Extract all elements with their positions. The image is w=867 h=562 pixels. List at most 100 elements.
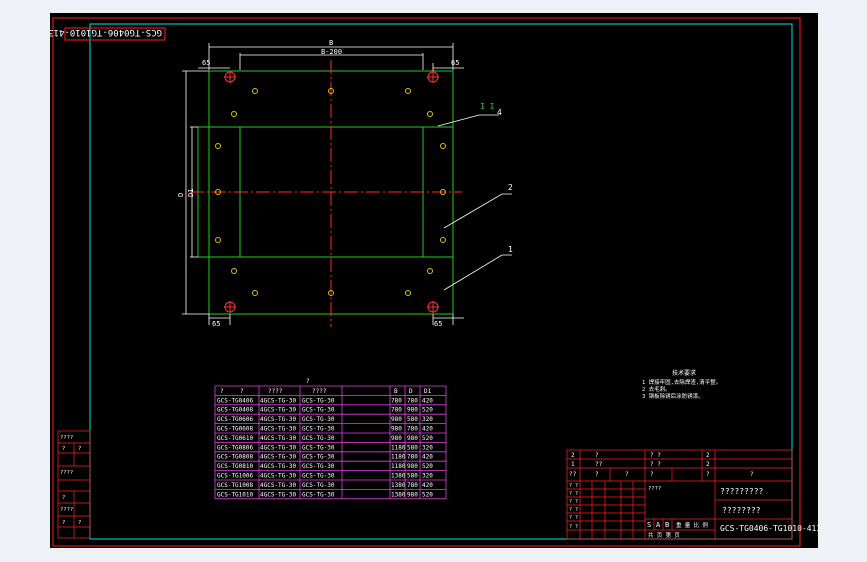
table-cell-part: 4GCS-TG-30 — [260, 482, 297, 489]
table-cell-model: GCS-TG0610 — [217, 435, 254, 442]
table-cell-d: 780 — [407, 397, 418, 404]
leader-label-4: 4 — [497, 108, 502, 117]
bolt-hole — [231, 111, 237, 117]
table-cell-model: GCS-TG1010 — [217, 491, 254, 498]
tb-header: ? — [706, 471, 710, 478]
bolt-hole — [252, 88, 258, 94]
bolt-hole — [328, 290, 334, 296]
table-cell-model: GCS-TG1008 — [217, 482, 254, 489]
tb-row2-name: ?? — [595, 461, 603, 468]
left-block-cell: ? — [78, 446, 81, 452]
tb-row1-no: 2 — [571, 452, 575, 459]
tb-stage-mark: B — [665, 521, 669, 529]
table-header: ???? — [312, 388, 327, 395]
table-cell-d: 980 — [407, 491, 418, 498]
dim-inner-width: B-200 — [321, 48, 342, 56]
dim-inner-height: D1 — [187, 189, 195, 197]
table-cell-b: 980 — [391, 426, 402, 433]
tb-row2-qty: 2 — [706, 461, 710, 468]
table-header: ? — [240, 388, 244, 395]
table-cell-b: 980 — [391, 416, 402, 423]
bolt-hole — [215, 143, 221, 149]
table-cell-part: 4GCS-TG-30 — [260, 473, 297, 480]
table-cell-part: 4GCS-TG-30 — [260, 444, 297, 451]
table-cell-model: GCS-TG0408 — [217, 407, 254, 414]
dimensions — [182, 43, 464, 325]
tb-name-2: ???????? — [722, 506, 761, 515]
table-cell-b: 1180 — [391, 444, 406, 451]
tb-sign: ? ? — [569, 524, 578, 530]
notes-line: 2 去毛刺。 — [642, 385, 671, 393]
table-cell-d1: 520 — [422, 435, 433, 442]
left-block-cell: ? — [78, 520, 81, 526]
bolt-hole — [440, 237, 446, 243]
dim-overall-width: B — [329, 39, 333, 47]
cad-viewport[interactable]: GCS-TG0406-TG1010-413 — [50, 13, 818, 548]
left-block-cell: ? — [62, 495, 65, 501]
dim-edge-bottom-left: 65 — [212, 320, 220, 328]
tb-header: ?? — [569, 471, 577, 478]
bolt-hole — [252, 290, 258, 296]
title-block-text: 2 ? ? ? 2 1 ?? ? ? 2 ?? ? ? ? ? ? ??????… — [569, 452, 818, 539]
param-table-title: ? — [306, 378, 310, 385]
table-cell-b: 1180 — [391, 463, 406, 470]
outer-frame — [52, 17, 801, 547]
table-cell-model: GCS-TG0810 — [217, 463, 254, 470]
table-cell-d: 980 — [407, 407, 418, 414]
table-cell-d: 580 — [407, 473, 418, 480]
plate-plan-view — [190, 60, 462, 327]
upside-down-code-text: GCS-TG0406-TG1010-413 — [50, 27, 162, 37]
tb-row2-mat: ? ? — [650, 461, 661, 468]
table-cell-d1: 320 — [422, 473, 433, 480]
table-cell-part: GCS-TG-30 — [302, 444, 335, 451]
tb-row2-no: 1 — [571, 461, 575, 468]
table-cell-model: GCS-TG0808 — [217, 454, 254, 461]
bolt-hole — [440, 189, 446, 195]
table-cell-d: 780 — [407, 426, 418, 433]
table-cell-model: GCS-TG0608 — [217, 426, 254, 433]
left-block-cell: ? — [62, 446, 65, 452]
tb-drawing-no: GCS-TG0406-TG1010-413 — [720, 524, 818, 533]
table-cell-d1: 420 — [422, 426, 433, 433]
table-cell-d: 780 — [407, 482, 418, 489]
table-cell-d: 580 — [407, 444, 418, 451]
table-cell-b: 1180 — [391, 454, 406, 461]
table-cell-b: 1380 — [391, 482, 406, 489]
table-header: D1 — [424, 388, 432, 395]
table-header: D — [409, 388, 413, 395]
table-cell-model: GCS-TG0406 — [217, 397, 254, 404]
table-cell-part: GCS-TG-30 — [302, 473, 335, 480]
notes-line: 1 焊接牢固,去除焊渣,清平整。 — [642, 378, 721, 386]
table-cell-part: 4GCS-TG-30 — [260, 407, 297, 414]
table-cell-d: 580 — [407, 416, 418, 423]
tb-name-1: ????????? — [720, 487, 764, 496]
table-cell-part: 4GCS-TG-30 — [260, 454, 297, 461]
tb-stage-label: ???? — [648, 486, 661, 492]
table-cell-part: 4GCS-TG-30 — [260, 463, 297, 470]
table-cell-b: 780 — [391, 397, 402, 404]
left-block-cell: ? — [62, 520, 65, 526]
tb-sheet-label: 共 页 第 页 — [648, 531, 680, 539]
table-cell-part: GCS-TG-30 — [302, 426, 335, 433]
tb-sign: ? ? — [569, 491, 578, 497]
tb-header: ? — [625, 471, 629, 478]
dim-overall-height: D — [177, 193, 185, 197]
bolt-hole — [405, 88, 411, 94]
tb-header: ? — [595, 471, 599, 478]
dim-edge-top-right: 65 — [451, 59, 459, 67]
tb-stage-mark: S — [647, 521, 651, 529]
table-cell-d1: 520 — [422, 407, 433, 414]
tb-sign: ? ? — [569, 483, 578, 489]
tb-row1-mat: ? ? — [650, 452, 661, 459]
table-cell-part: GCS-TG-30 — [302, 416, 335, 423]
upside-down-code-box — [64, 27, 166, 41]
table-cell-part: GCS-TG-30 — [302, 463, 335, 470]
table-cell-b: 780 — [391, 407, 402, 414]
bolt-hole — [405, 290, 411, 296]
table-cell-d: 980 — [407, 435, 418, 442]
table-cell-part: 4GCS-TG-30 — [260, 416, 297, 423]
bolt-hole — [328, 88, 334, 94]
corner-hole-centers — [224, 71, 439, 313]
drawing-border — [89, 23, 793, 540]
table-cell-model: GCS-TG0606 — [217, 416, 254, 423]
